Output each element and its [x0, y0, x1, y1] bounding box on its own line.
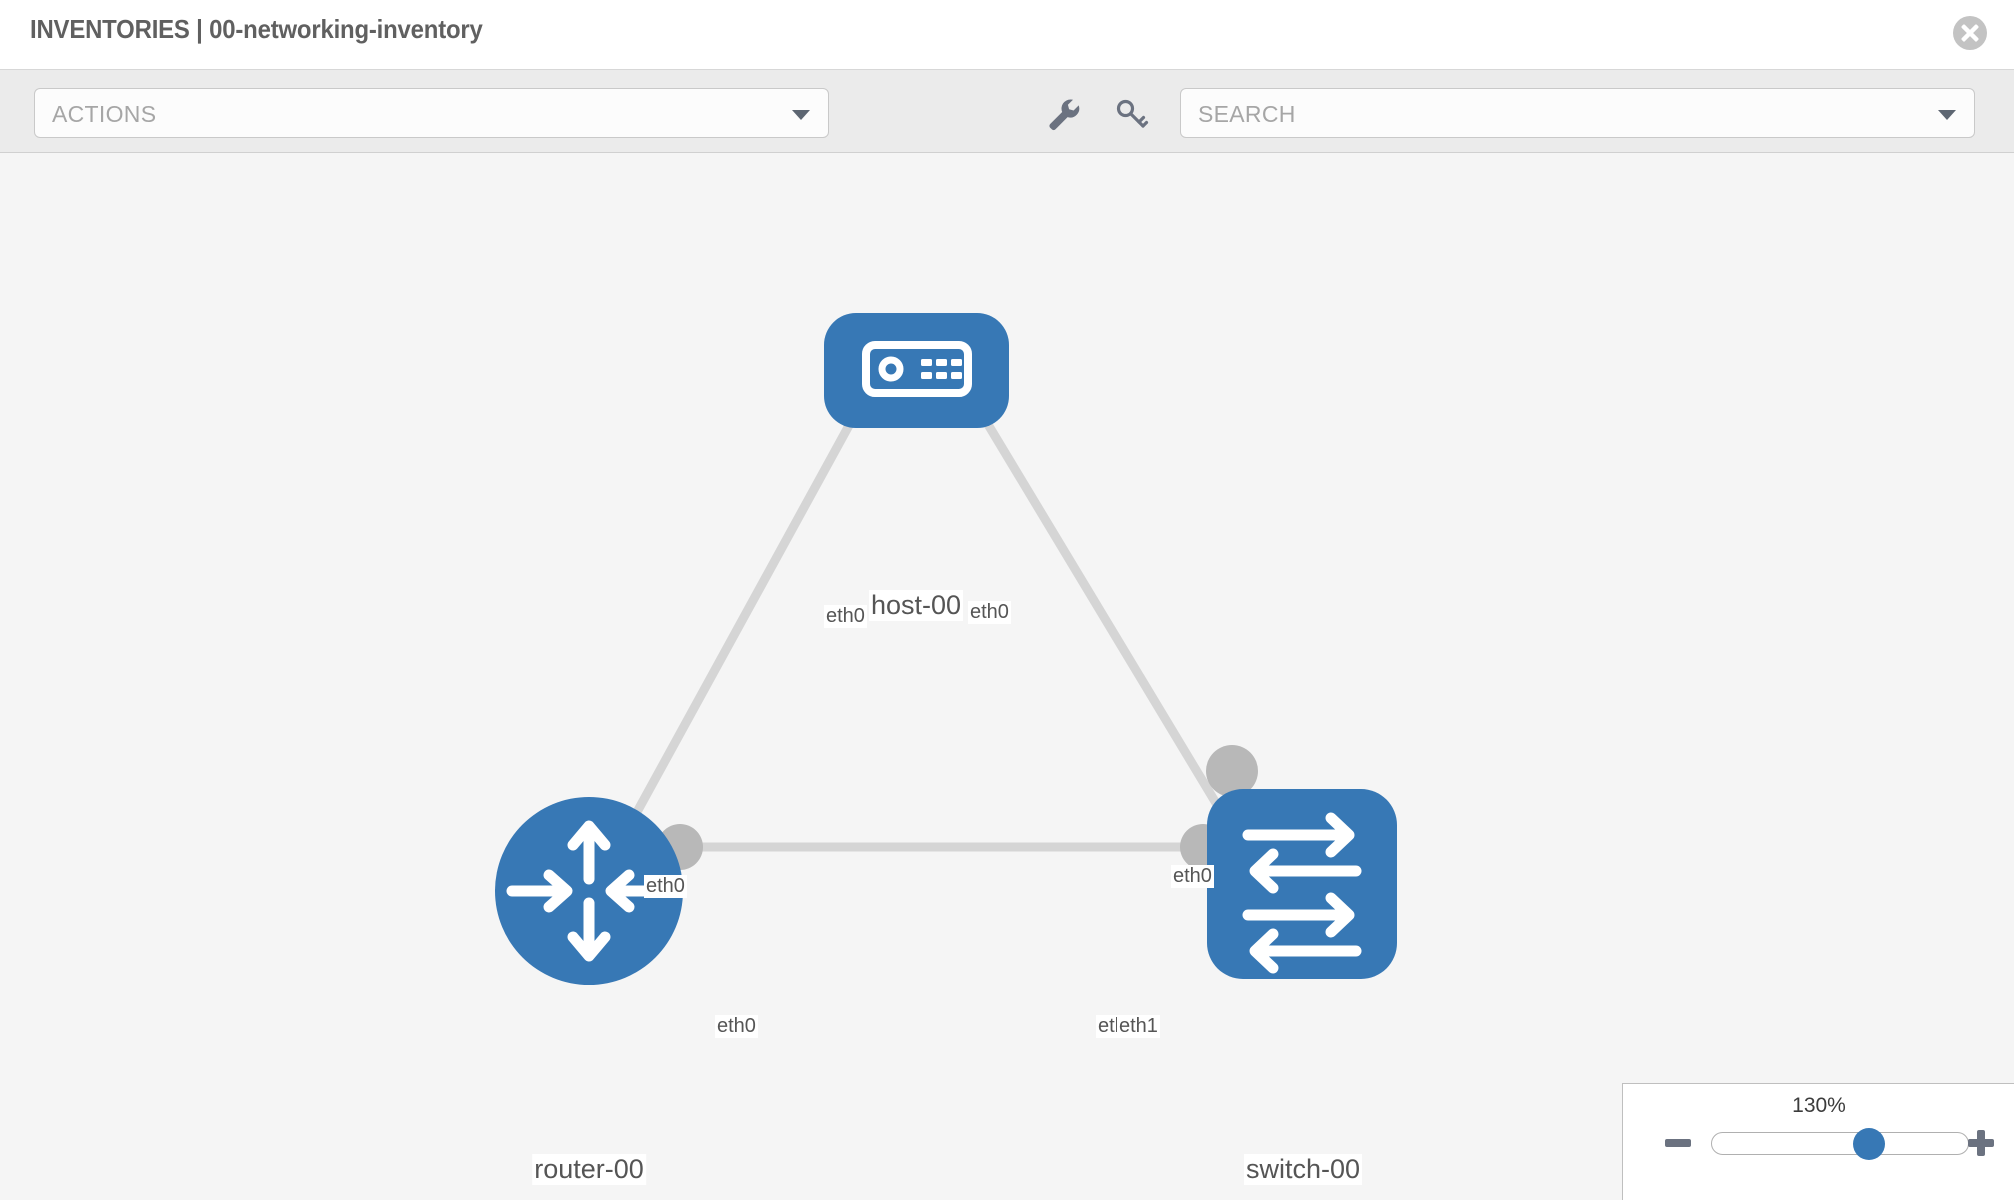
- node-label-router: router-00: [532, 1154, 646, 1185]
- page-header: INVENTORIES | 00-networking-inventory: [0, 0, 2014, 70]
- search-input[interactable]: SEARCH: [1180, 88, 1975, 138]
- actions-dropdown[interactable]: ACTIONS: [34, 88, 829, 138]
- iface-label: eth0: [715, 1015, 758, 1038]
- topology-canvas[interactable]: eth0 eth0 eth0 eth0 eth0 eth eth1 host-0…: [0, 153, 2014, 1200]
- iface-label: eth0: [968, 601, 1011, 624]
- iface-label: eth0: [1171, 865, 1214, 888]
- topology-graph: [495, 313, 1397, 985]
- search-placeholder: SEARCH: [1198, 101, 1296, 127]
- zoom-out-button[interactable]: [1665, 1139, 1691, 1147]
- switch-arrows-icon: [1242, 812, 1362, 974]
- close-icon[interactable]: [1953, 16, 1987, 50]
- server-icon: [862, 341, 972, 397]
- zoom-control-panel: 130%: [1622, 1083, 2014, 1200]
- chevron-down-icon[interactable]: [1938, 110, 1956, 120]
- chevron-down-icon: [792, 110, 810, 120]
- page-title: INVENTORIES | 00-networking-inventory: [30, 14, 483, 44]
- zoom-slider-track[interactable]: [1711, 1132, 1969, 1155]
- iface-label: eth0: [644, 875, 687, 898]
- zoom-in-button[interactable]: [1968, 1130, 1994, 1156]
- node-label-switch: switch-00: [1243, 1154, 1363, 1185]
- node-label-host: host-00: [868, 590, 964, 621]
- iface-label: eth0: [824, 605, 867, 628]
- actions-placeholder: ACTIONS: [52, 101, 157, 127]
- zoom-slider-thumb[interactable]: [1853, 1128, 1886, 1160]
- node-host-00: [824, 313, 1009, 428]
- link-layer: [616, 355, 1250, 852]
- node-router-00: [495, 797, 683, 985]
- node-switch-00: [1207, 789, 1397, 979]
- iface-label: eth1: [1117, 1015, 1160, 1038]
- zoom-level-value: 130%: [1792, 1094, 1846, 1117]
- link-host-switch: [944, 355, 1244, 846]
- toolbar: ACTIONS SEARCH: [0, 70, 2014, 153]
- key-icon[interactable]: [1113, 96, 1149, 132]
- link-host-router: [616, 355, 890, 846]
- wrench-icon[interactable]: [1046, 96, 1082, 132]
- router-arrows-icon: [506, 820, 672, 962]
- connector-switch-top: [1206, 745, 1258, 797]
